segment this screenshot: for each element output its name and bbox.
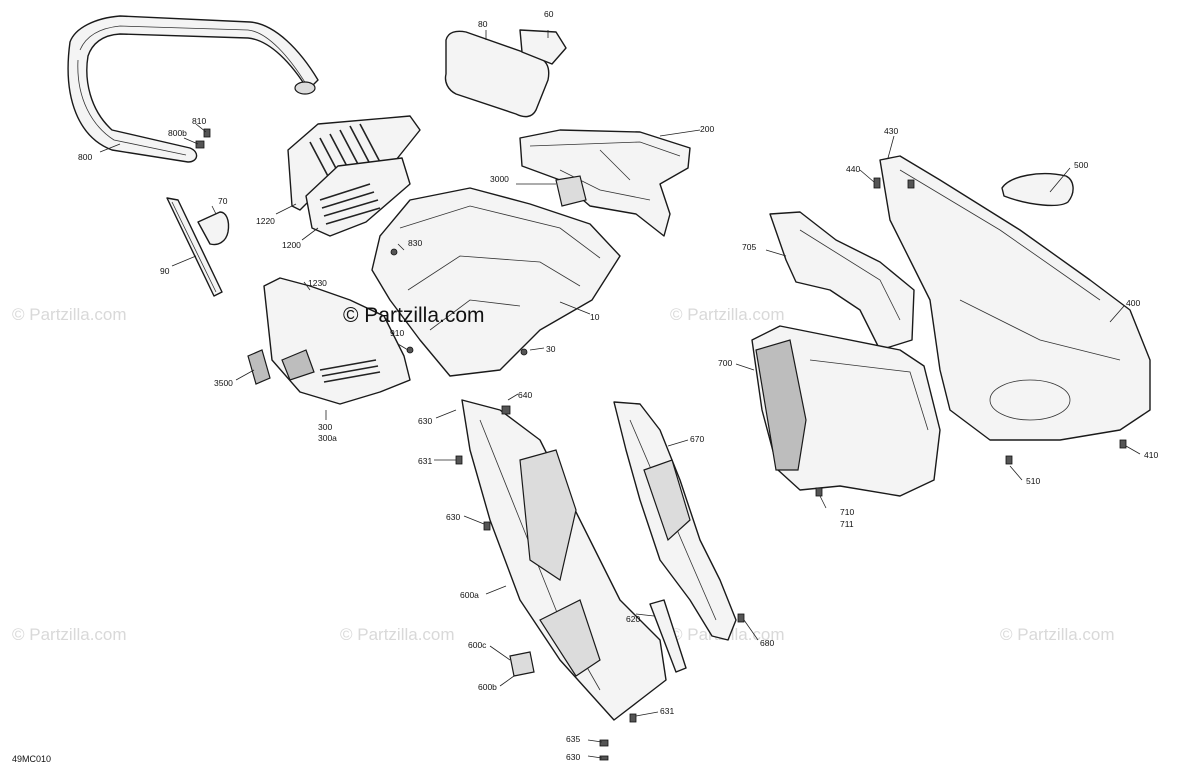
callout-600a: 600a	[460, 590, 479, 600]
watermark-text: © Partzilla.com	[12, 305, 127, 324]
callout-600c: 600c	[468, 640, 487, 650]
callout-1230: 1230	[308, 278, 327, 288]
callout-500: 500	[1074, 160, 1088, 170]
part-670-right-side-panel[interactable]	[613, 401, 737, 641]
callout-631: 631	[418, 456, 432, 466]
callout-710: 710	[840, 507, 854, 517]
callout-1220: 1220	[256, 216, 275, 226]
watermark-text: © Partzilla.com	[1000, 625, 1115, 644]
part-400-floor-panel[interactable]	[879, 155, 1151, 441]
callout-30: 30	[546, 344, 556, 354]
callout-670: 670	[690, 434, 704, 444]
callout-630: 630	[446, 512, 460, 522]
part-300-front-console[interactable]	[263, 277, 411, 405]
callout-630: 630	[566, 752, 580, 762]
callout-410: 410	[1144, 450, 1158, 460]
part-700-panel[interactable]	[751, 325, 941, 497]
callout-630: 630	[418, 416, 432, 426]
hardware-fasteners	[455, 179, 1127, 761]
callout-620: 620	[626, 614, 640, 624]
part-1200-lower-grille[interactable]	[305, 157, 411, 237]
callout-3000: 3000	[490, 174, 509, 184]
callout-680: 680	[760, 638, 774, 648]
callout-810: 810	[192, 116, 206, 126]
callout-440: 440	[846, 164, 860, 174]
watermark-main: © Partzilla.com	[343, 304, 485, 327]
part-440-screw[interactable]	[873, 177, 881, 189]
callout-90: 90	[160, 266, 170, 276]
callout-200: 200	[700, 124, 714, 134]
callout-800: 800	[78, 152, 92, 162]
diagram-code: 49MC010	[12, 754, 51, 764]
callout-430: 430	[884, 126, 898, 136]
part-500-pad[interactable]	[1001, 173, 1074, 207]
callout-labels: 80 60 200 3000 430 440 500 705 400 700 4…	[78, 9, 1158, 762]
part-3000-bracket[interactable]	[555, 175, 587, 207]
callout-60: 60	[544, 9, 554, 19]
callout-631: 631	[660, 706, 674, 716]
part-810-screw[interactable]	[195, 128, 211, 149]
callout-80: 80	[478, 19, 488, 29]
part-600a-left-side-panel[interactable]	[461, 399, 667, 721]
part-70-cap[interactable]	[197, 211, 230, 246]
callout-800b: 800b	[168, 128, 187, 138]
part-620-strip[interactable]	[649, 599, 687, 673]
callout-910: 910	[390, 328, 404, 338]
leader-lines	[99, 30, 1141, 759]
watermark-text: © Partzilla.com	[12, 625, 127, 644]
part-10-main-console[interactable]	[371, 187, 621, 377]
part-90-trim-strip[interactable]	[166, 197, 223, 297]
callout-640: 640	[518, 390, 532, 400]
callout-10: 10	[590, 312, 600, 322]
callout-70: 70	[218, 196, 228, 206]
callout-700: 700	[718, 358, 732, 368]
part-60-small-panel[interactable]	[519, 29, 567, 65]
part-705-panel[interactable]	[769, 211, 915, 351]
part-600c-cover[interactable]	[509, 651, 535, 677]
callout-711: 711	[840, 519, 854, 529]
callout-830: 830	[408, 238, 422, 248]
callout-3500: 3500	[214, 378, 233, 388]
callout-1200: 1200	[282, 240, 301, 250]
callout-635: 635	[566, 734, 580, 744]
callout-300a: 300a	[318, 433, 337, 443]
part-3500-tab[interactable]	[247, 349, 271, 385]
callout-705: 705	[742, 242, 756, 252]
part-800-grab-rail[interactable]	[67, 15, 319, 163]
watermark-text: © Partzilla.com	[340, 625, 455, 644]
callout-600b: 600b	[478, 682, 497, 692]
watermark-text: © Partzilla.com	[670, 305, 785, 324]
callout-510: 510	[1026, 476, 1040, 486]
callout-400: 400	[1126, 298, 1140, 308]
callout-300: 300	[318, 422, 332, 432]
